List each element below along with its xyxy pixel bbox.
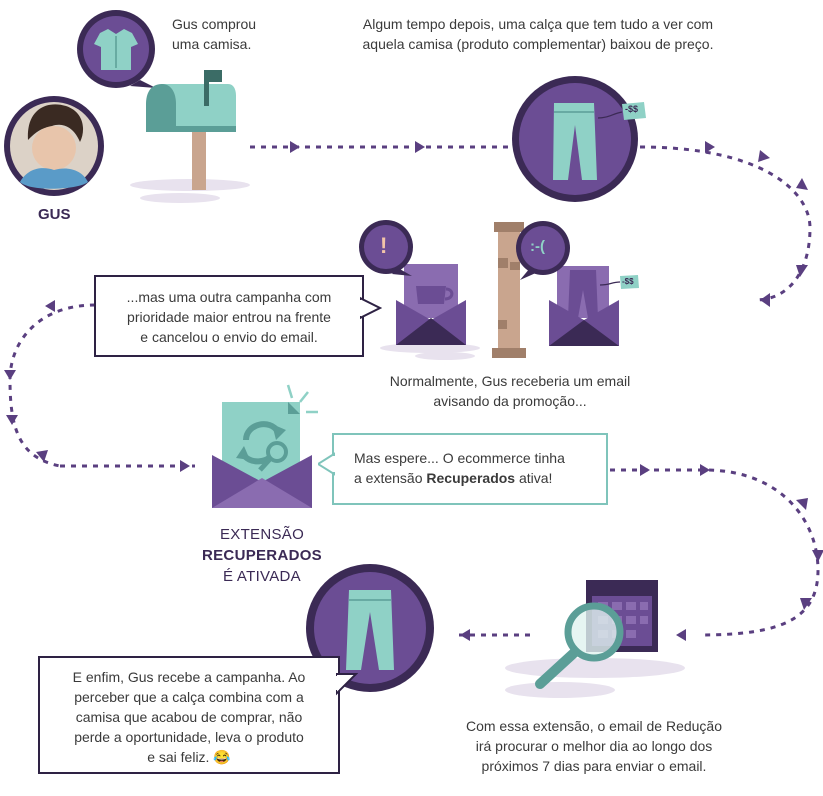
recuperados-email-icon [212, 384, 318, 508]
step-bought-text: Gus comprou uma camisa. [172, 16, 257, 52]
extension-line1: EXTENSÃO [219, 526, 305, 543]
pants-discount-icon [512, 76, 646, 202]
step-later-text: Algum tempo depois, uma calça que tem tu… [362, 16, 714, 52]
step-wait-text: Mas espere... O ecommerce tinha a extens… [334, 435, 606, 488]
step-final-text: E enfim, Gus recebe a campanha. Ao perce… [40, 658, 338, 767]
extension-title: EXTENSÃO RECUPERADOS É ATIVADA [196, 524, 328, 587]
extension-line3: É ATIVADA [222, 568, 301, 585]
final-text: E enfim, Gus recebe a campanha. Ao perce… [72, 669, 306, 765]
step-reduction-text: Com essa extensão, o email de Redução ir… [465, 718, 723, 774]
blocked-callout-pointer [360, 296, 382, 320]
pillar-icon [492, 222, 526, 358]
email-coffee-icon [359, 220, 480, 360]
final-callout: E enfim, Gus recebe a campanha. Ao perce… [38, 656, 340, 774]
wait-suffix: ativa! [515, 470, 553, 486]
shirt-bubble-icon [77, 10, 156, 88]
extension-line2: RECUPERADOS [202, 547, 322, 564]
wait-callout: Mas espere... O ecommerce tinha a extens… [332, 433, 608, 505]
final-callout-pointer [336, 673, 358, 696]
email-pants-icon [516, 221, 639, 346]
calendar-search-icon [505, 580, 685, 698]
wait-prefix: Mas espere... O ecommerce tinha a extens… [354, 450, 565, 486]
step-normally-text: Normalmente, Gus receberia um email avis… [389, 373, 631, 409]
step-blocked-text: ...mas uma outra campanha com prioridade… [126, 289, 332, 345]
avatar [4, 96, 104, 196]
alert-icon: ! [380, 233, 388, 258]
sad-face: :-( [530, 238, 545, 255]
blocked-callout: ...mas uma outra campanha com prioridade… [94, 275, 364, 357]
flow-arrows [4, 141, 823, 641]
mailbox-icon [130, 70, 250, 203]
person-name: GUS [38, 206, 71, 223]
price-tag-1: -$$ [625, 104, 639, 114]
laughing-emoji-icon: 😂 [213, 749, 231, 765]
price-tag-2: -$$ [622, 277, 634, 286]
wait-bold: Recuperados [426, 470, 516, 486]
wait-callout-pointer [318, 452, 336, 476]
